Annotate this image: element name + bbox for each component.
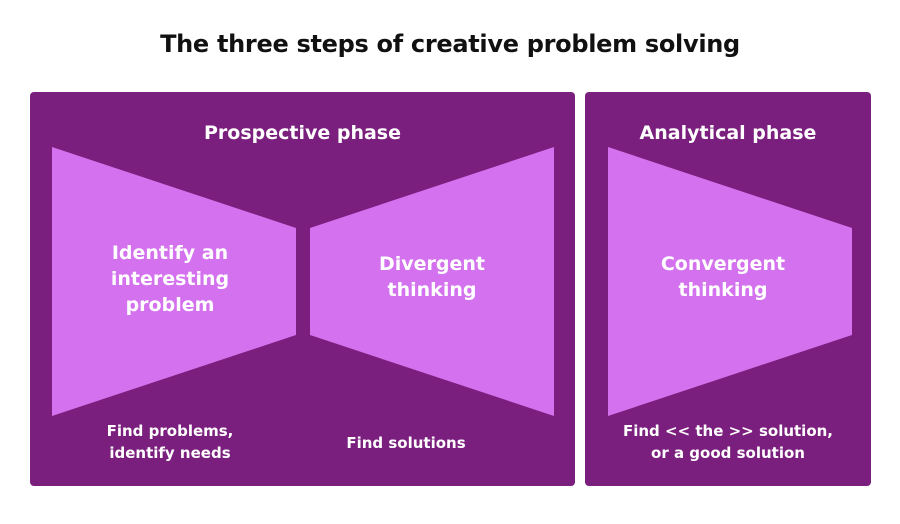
convergent-thinking-trapezoid [608,147,852,416]
identify-problem-shape [52,147,554,416]
convergent-thinking-caption: Find << the >> solution, or a good solut… [622,422,834,462]
analytical-phase-title: Analytical phase [639,122,817,144]
divergent-thinking-caption: Find solutions [346,434,466,452]
identify-problem-label: Identify an interesting problem [110,242,230,316]
convergent-thinking-label: Convergent thinking [660,253,786,301]
identify-problem-trapezoid [52,147,296,416]
prospective-phase-panel: Prospective phase Identify an interestin… [30,92,575,486]
prospective-phase-title: Prospective phase [203,122,402,144]
page-title: The three steps of creative problem solv… [160,30,740,58]
identify-problem-caption: Find problems, identify needs [106,422,234,462]
divergent-thinking-label: Divergent thinking [378,253,486,301]
divergent-thinking-trapezoid [310,147,554,416]
analytical-phase-panel: Analytical phase Convergent thinking Fin… [585,92,871,486]
convergent-thinking-shape [608,147,852,416]
